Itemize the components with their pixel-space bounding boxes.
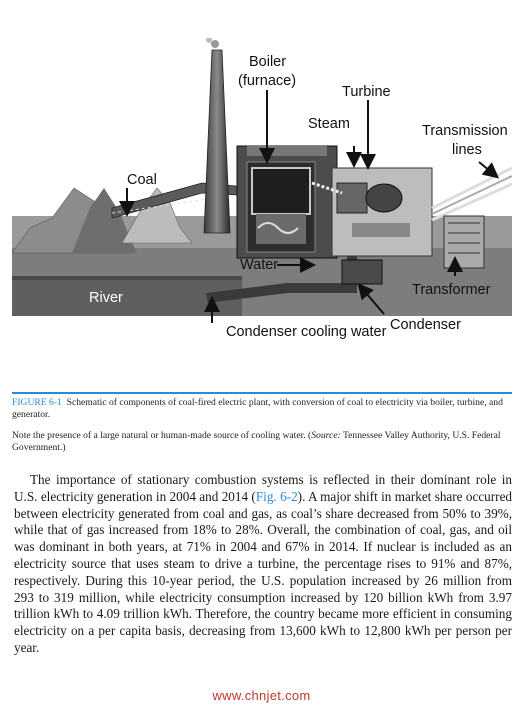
label-transformer: Transformer <box>412 282 491 298</box>
figure-label: FIGURE 6-1 <box>12 397 62 408</box>
note-text-before: Note the presence of a large natural or … <box>12 430 312 441</box>
watermark: www.chnjet.com <box>212 688 311 703</box>
coal-conveyor <box>111 182 258 219</box>
figure-note: Note the presence of a large natural or … <box>12 430 512 455</box>
turbine-building <box>311 167 433 257</box>
label-steam: Steam <box>308 116 350 132</box>
label-transmission: Transmission <box>422 123 508 139</box>
label-condenser: Condenser <box>390 317 461 333</box>
transmission-lines <box>431 166 513 222</box>
power-plant-figure: Boiler (furnace) Turbine Steam Transmiss… <box>11 37 513 383</box>
caption-divider <box>12 392 512 394</box>
body-text-part1: The importance of stationary combustion … <box>14 472 512 504</box>
label-arrows <box>119 90 500 323</box>
note-text-after: Tennessee Valley Authority, U.S. Federal… <box>12 430 501 454</box>
label-boiler: Boiler <box>249 54 286 70</box>
transformer <box>443 215 485 269</box>
river-water <box>12 276 242 316</box>
label-coal: Coal <box>127 172 157 188</box>
coal-pile <box>11 187 193 254</box>
figure-reference-link[interactable]: Fig. 6-2 <box>255 488 298 504</box>
label-turbine: Turbine <box>342 84 391 100</box>
label-lines: lines <box>452 142 482 158</box>
water-piping <box>206 256 383 303</box>
label-water: Water <box>240 257 278 273</box>
label-condenser-cooling-water: Condenser cooling water <box>226 324 387 340</box>
note-source-label: Source: <box>311 430 341 441</box>
caption-text: Schematic of components of coal-fired el… <box>12 397 503 421</box>
label-river: River <box>89 290 123 306</box>
body-text-part2: ). A major shift in market share occurre… <box>14 488 513 655</box>
body-paragraph: The importance of stationary combustion … <box>14 472 512 657</box>
smokestack <box>203 37 231 234</box>
power-plant-schematic: Boiler (furnace) Turbine Steam Transmiss… <box>11 37 513 340</box>
figure-caption: FIGURE 6-1 Schematic of components of co… <box>12 397 512 422</box>
label-furnace: (furnace) <box>238 73 296 89</box>
boiler-building <box>236 145 338 259</box>
